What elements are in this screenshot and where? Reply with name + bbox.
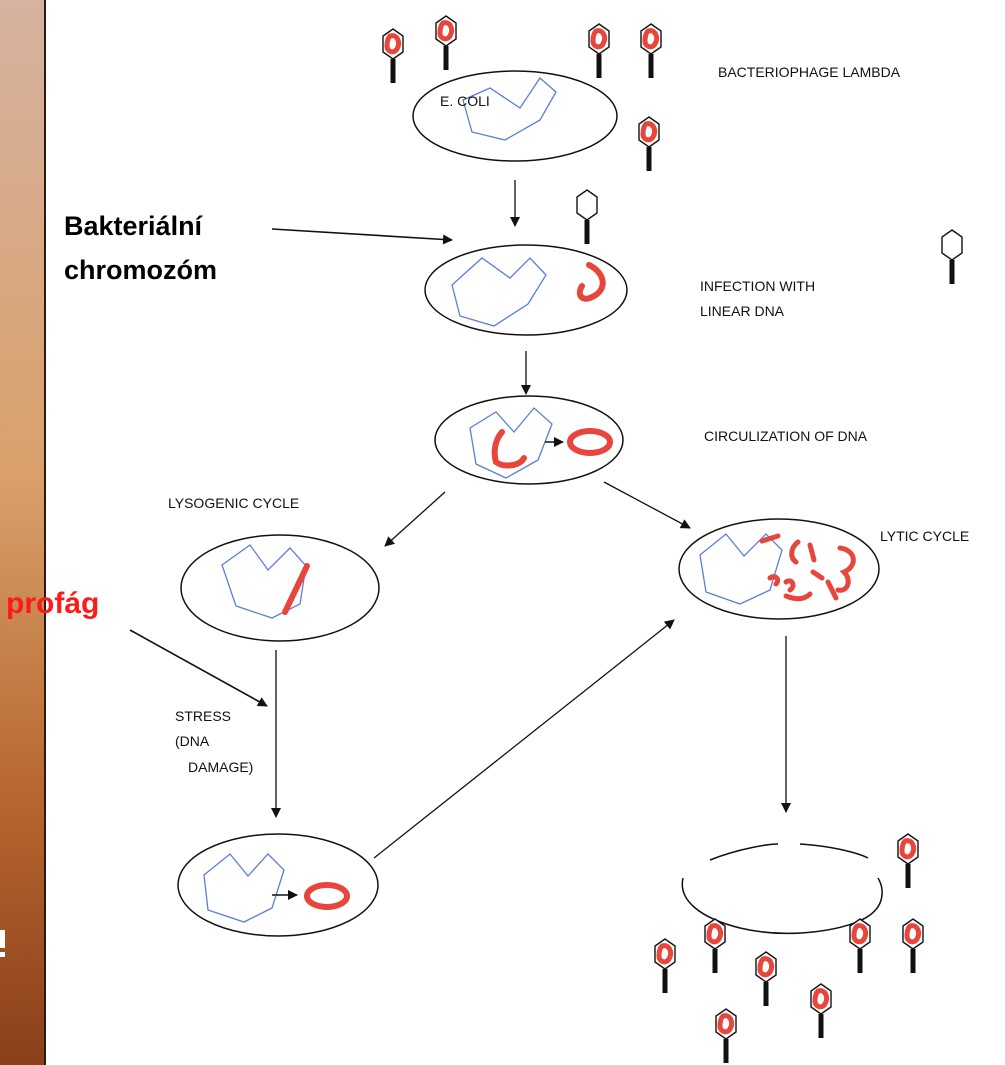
lytic-cell [678, 518, 880, 620]
arrow-lytic [603, 481, 691, 529]
label-bacteriophage: BACTERIOPHAGE LAMBDA [718, 64, 901, 80]
phage-icon [705, 919, 725, 973]
phage-icon [756, 952, 776, 1006]
phage-icon [641, 24, 661, 78]
phage-icon [898, 834, 918, 888]
phage-icon [716, 1009, 736, 1063]
infection-cell [424, 244, 628, 336]
phage-icon [436, 16, 456, 70]
ecoli-cell: E. COLI [412, 70, 618, 162]
phage-icon [811, 984, 831, 1038]
phage-icon [639, 117, 659, 171]
dna-fragment [491, 429, 527, 469]
chromosome-outline [203, 853, 285, 923]
annotation-prophage: profág [6, 587, 99, 620]
prophage-pointer [129, 629, 268, 707]
excised-cell [177, 833, 379, 937]
lysed-cell [681, 843, 883, 935]
label-stress-1: STRESS [175, 708, 231, 724]
chromosome-outline [451, 257, 547, 327]
phage-icon [383, 29, 403, 83]
arrow-lysogenic [384, 491, 446, 547]
arrow-induction [373, 619, 675, 859]
label-infection-1: INFECTION WITH [700, 278, 815, 294]
label-stress-2: (DNA [175, 733, 210, 749]
phage-icon [903, 919, 923, 973]
integrated-prophage [282, 563, 310, 615]
label-stress-3: DAMAGE) [188, 759, 253, 775]
label-circulization: CIRCULIZATION OF DNA [704, 428, 868, 444]
dna-fragments [759, 533, 856, 602]
phage-icon [655, 939, 675, 993]
label-infection-2: LINEAR DNA [700, 303, 785, 319]
phage-icon [576, 189, 598, 245]
label-ecoli: E. COLI [440, 93, 490, 109]
chromosome-outline [469, 407, 553, 479]
phage-icon [850, 919, 870, 973]
margin-mark [0, 930, 10, 958]
chromosome-outline [462, 77, 557, 141]
label-lysogenic: LYSOGENIC CYCLE [168, 495, 299, 511]
circular-dna [567, 428, 613, 456]
phage-icon [589, 24, 609, 78]
circular-dna [304, 882, 350, 910]
circulization-cell [434, 395, 624, 485]
annotation-chromosome-1: Bakteriální [64, 211, 204, 241]
phage-icon [941, 229, 963, 285]
chromosome-outline [699, 533, 783, 605]
lysogenic-cell [180, 534, 380, 642]
chromosome-pointer [271, 228, 453, 245]
annotation-chromosome-2: chromozóm [64, 255, 217, 285]
linear-dna-fragment [576, 262, 606, 302]
label-lytic: LYTIC CYCLE [880, 528, 969, 544]
